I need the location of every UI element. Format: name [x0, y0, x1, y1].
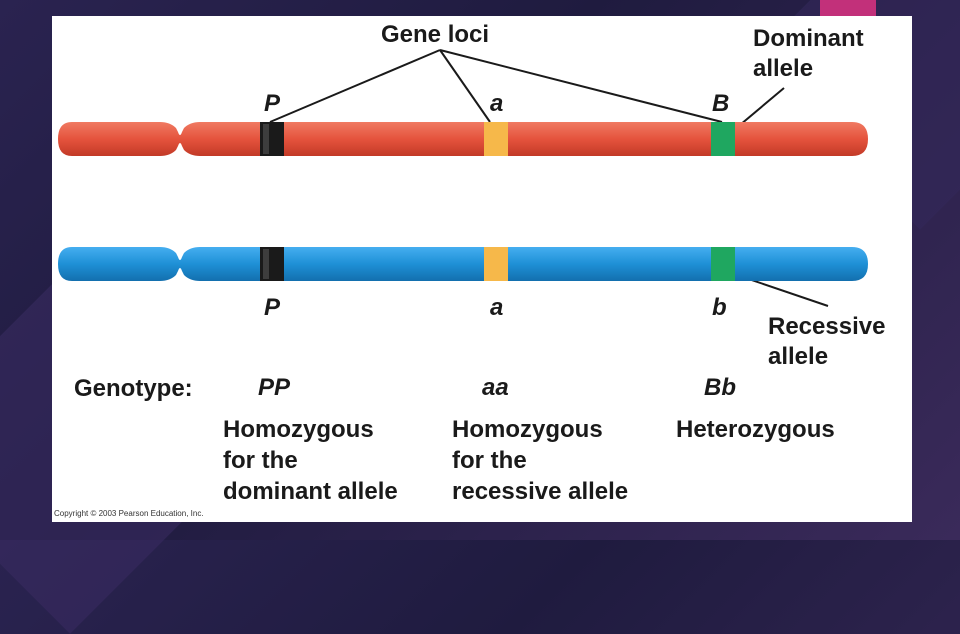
description-heterozygous: Heterozygous — [676, 414, 835, 445]
description-line: for the — [452, 447, 527, 474]
recessive-allele-label: Recessive allele — [768, 313, 886, 370]
chromosome-top — [58, 122, 868, 156]
pointer-line-a — [439, 49, 491, 123]
description-homozygous-dominant: Homozygous for the dominant allele — [223, 414, 398, 507]
accent-bar — [820, 0, 876, 18]
locus-a-band — [484, 247, 508, 281]
locus-b-band — [711, 247, 735, 281]
description-line: dominant allele — [223, 478, 398, 505]
chromosome-diagram — [58, 49, 868, 307]
description-line: recessive allele — [452, 478, 629, 505]
locus-a-band — [484, 122, 508, 156]
dominant-allele-label: Dominant allele — [753, 25, 864, 82]
description-line: Homozygous — [223, 416, 374, 443]
genotype-aa: aa — [482, 374, 509, 401]
description-line: Heterozygous — [676, 416, 835, 443]
genetics-figure: Gene loci Dominant allele P a B P a b Re… — [52, 16, 912, 522]
pointer-line-b — [439, 49, 723, 123]
description-homozygous-recessive: Homozygous for the recessive allele — [452, 414, 628, 507]
top-allele-p: P — [264, 90, 281, 117]
description-line: Homozygous — [452, 416, 603, 443]
genotype-pp: PP — [258, 374, 291, 401]
copyright-notice: Copyright © 2003 Pearson Education, Inc. — [54, 509, 204, 518]
bottom-allele-b: b — [712, 294, 727, 321]
chromosome-body — [58, 122, 868, 156]
chromosome-body — [58, 247, 868, 281]
description-line: for the — [223, 447, 298, 474]
bottom-allele-a: a — [490, 294, 504, 321]
gene-loci-title: Gene loci — [381, 21, 490, 48]
pointer-line-p — [269, 49, 441, 123]
genotype-bb: Bb — [704, 374, 736, 401]
top-allele-b: B — [712, 90, 730, 117]
genotype-label: Genotype: — [74, 375, 193, 402]
locus-b-band — [711, 122, 735, 156]
chromosome-bottom — [58, 247, 868, 281]
bottom-allele-p: P — [264, 294, 281, 321]
top-allele-a: a — [490, 90, 504, 117]
